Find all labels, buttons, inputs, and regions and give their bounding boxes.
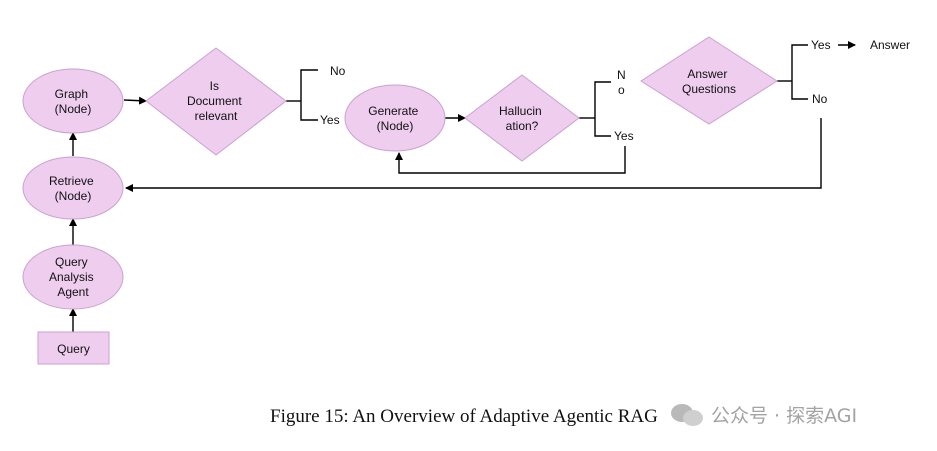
relevance-yes-label: Yes [320,113,340,127]
branch-labels: No Yes N o Yes Yes No [320,38,831,143]
is-document-relevant-decision [145,47,287,156]
watermark-text: 公众号 · 探索AGI [711,405,858,427]
generate-label: Generate (Node) [368,104,421,133]
connectors [69,41,856,332]
hallucination-no-label-line2: o [618,83,625,97]
hallucination-label: Hallucin ation? [499,104,545,133]
query-analysis-agent-node [22,244,124,310]
relevance-branch-bracket [300,69,318,121]
hallucination-no-label-line1: N [617,68,626,82]
retrieve-label: Retrieve (Node) [49,174,97,203]
arrow-yes-back-to-generate [395,146,626,174]
graph-label: Graph (Node) [55,87,92,116]
hallucination-branch-bracket [594,81,611,137]
query-box [37,331,110,365]
retrieve-node [22,156,124,220]
answer-no-label: No [812,92,828,106]
arrow-no-back-to-retrieve [125,118,822,192]
watermark: 公众号 · 探索AGI [671,401,857,428]
nodes: Query Query Analysis Agent Retrieve (Nod… [22,36,910,365]
answer-questions-decision [640,36,778,125]
arrow-graph-to-relevance [123,96,147,105]
answer-output-label: Answer [870,38,910,52]
query-analysis-agent-label: Query Analysis Agent [49,255,97,299]
generate-node [344,84,446,152]
figure-caption: Figure 15: An Overview of Adaptive Agent… [270,406,658,427]
graph-node [22,68,124,134]
is-document-relevant-label: Is Document relevant [187,79,245,123]
answer-branch-bracket [791,44,808,100]
answer-yes-label: Yes [811,38,831,52]
answer-questions-label: Answer Questions [682,67,736,96]
wechat-icon [671,402,705,428]
query-label: Query [57,342,90,356]
hallucination-yes-label: Yes [614,129,634,143]
hallucination-decision [464,74,580,162]
relevance-no-label: No [330,64,346,78]
